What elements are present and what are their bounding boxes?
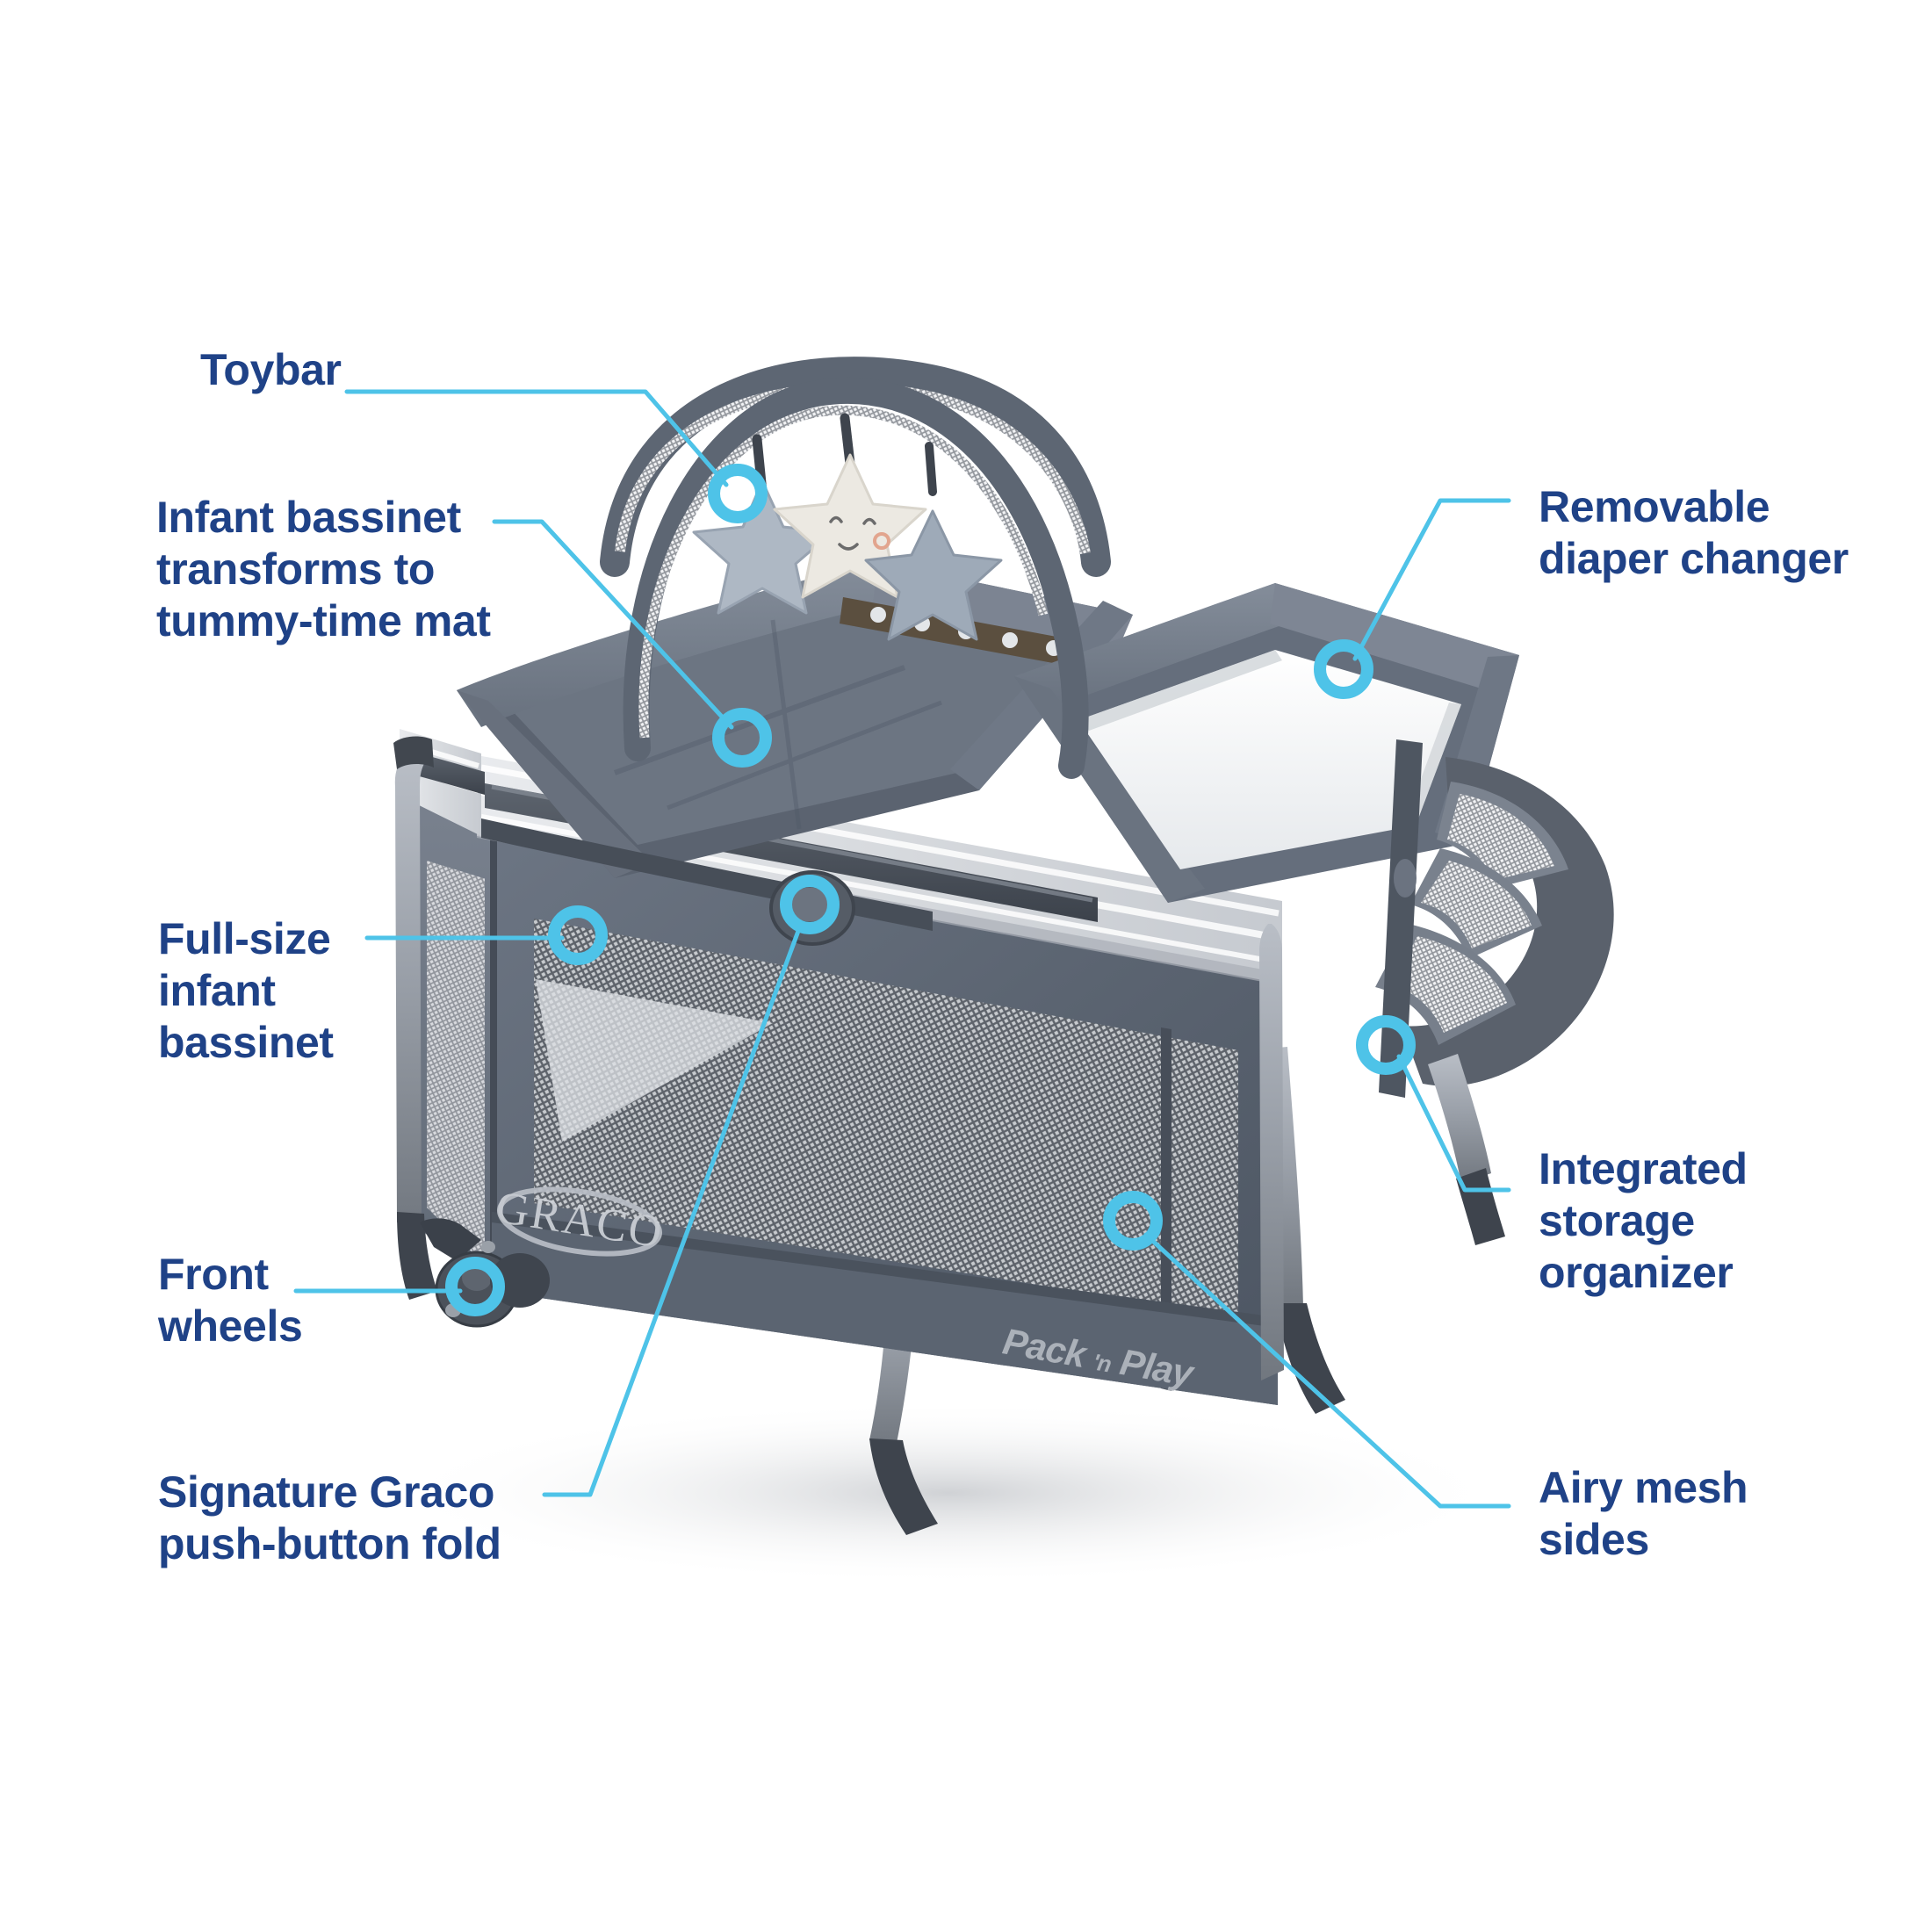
push-button-fold [769,870,855,946]
callout-label-toybar: Toybar [200,345,342,394]
callout-label-airy-mesh-sides: Airy mesh sides [1539,1463,1748,1564]
callout-label-full-size-infant-bassinet: Full-size infant bassinet [158,914,334,1067]
storage-organizer [1375,739,1614,1098]
callout-label-integrated-storage-organizer: Integrated storage organizer [1539,1144,1748,1297]
callout-label-front-wheels: Front wheels [158,1250,303,1351]
callout-label-infant-bassinet-tummy-time: Infant bassinet transforms to tummy-time… [156,493,491,645]
callout-label-signature-graco-push-button-fold: Signature Graco push-button fold [158,1467,501,1568]
callout-label-removable-diaper-changer: Removable diaper changer [1539,482,1849,583]
